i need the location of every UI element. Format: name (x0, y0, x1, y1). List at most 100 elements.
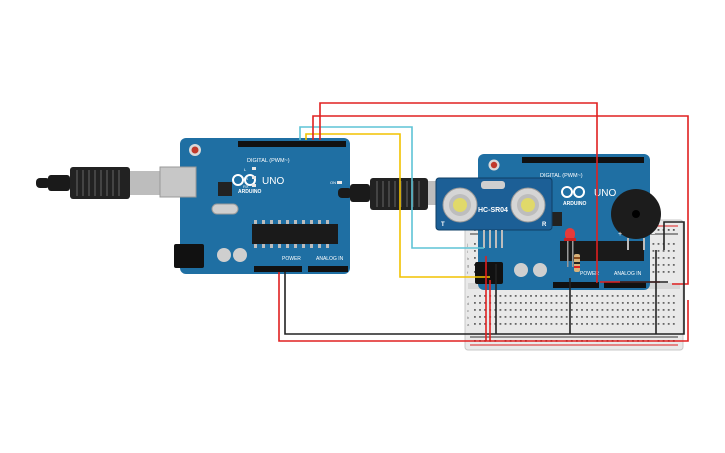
model-label-right: UNO (594, 188, 616, 199)
breadboard-hole (530, 309, 532, 311)
breadboard-hole (586, 316, 588, 318)
breadboard-hole (621, 302, 624, 304)
breadboard-hole (667, 323, 670, 325)
breadboard-hole (514, 323, 517, 325)
breadboard-hole (530, 295, 532, 297)
breadboard-hole (504, 323, 507, 325)
breadboard-hole (596, 309, 599, 311)
breadboard-hole (525, 309, 527, 311)
breadboard-hole (627, 316, 629, 318)
breadboard-hole (499, 316, 502, 318)
breadboard-hole (535, 295, 537, 297)
breadboard-hole (474, 264, 476, 266)
red-led[interactable] (564, 228, 576, 267)
breadboard-hole (647, 295, 650, 297)
breadboard-hole (499, 295, 502, 297)
breadboard-hole (672, 264, 675, 266)
breadboard-hole (586, 309, 588, 311)
breadboard-hole (514, 302, 517, 304)
breadboard-hole (611, 309, 614, 311)
row-letter: j (466, 242, 468, 247)
breadboard-hole (621, 309, 624, 311)
breadboard-hole (652, 309, 655, 311)
rail-hole (657, 229, 660, 231)
breadboard-hole (525, 295, 527, 297)
breadboard-hole (672, 323, 675, 325)
breadboard-hole (540, 302, 543, 304)
breadboard-hole (611, 302, 614, 304)
usb-cable-right (338, 188, 352, 198)
breadboard-hole (591, 302, 594, 304)
microcontroller-left (252, 224, 338, 244)
breadboard-hole (581, 295, 583, 297)
breadboard-hole (657, 257, 660, 259)
breadboard-hole (642, 316, 645, 318)
reset-button-left[interactable] (191, 146, 199, 154)
microcontroller-right (560, 241, 644, 261)
rail-hole (672, 229, 675, 231)
breadboard-hole (474, 257, 476, 259)
breadboard-hole (550, 316, 553, 318)
breadboard-hole (647, 316, 650, 318)
row-letter: b (467, 315, 470, 320)
wire-cyan (299, 126, 484, 249)
breadboard-hole (642, 302, 645, 304)
breadboard-hole (606, 323, 609, 325)
breadboard-hole (637, 309, 639, 311)
breadboard-hole (642, 295, 645, 297)
usb-cable-left (36, 178, 50, 188)
breadboard-hole (667, 264, 670, 266)
breadboard-hole (667, 309, 670, 311)
breadboard-hole (657, 264, 660, 266)
ultrasonic-sensor[interactable]: HC-SR04 T R (435, 177, 553, 248)
breadboard-hole (642, 309, 645, 311)
breadboard-hole (484, 323, 486, 325)
breadboard-hole (601, 316, 604, 318)
arduino-board-left[interactable]: DIGITAL (PWM~) UNO ARDUINO L TX RX ON P (36, 138, 350, 274)
reset-button-right[interactable] (490, 161, 498, 169)
breadboard-hole (616, 295, 619, 297)
breadboard-hole (540, 309, 543, 311)
breadboard-hole (525, 316, 527, 318)
breadboard-hole (627, 295, 629, 297)
breadboard-hole (657, 323, 660, 325)
breadboard-hole (662, 271, 665, 273)
breadboard-hole (545, 302, 548, 304)
breadboard-hole (591, 295, 594, 297)
model-label-left: UNO (262, 176, 284, 187)
breadboard-hole (672, 295, 675, 297)
breadboard-hole (667, 316, 670, 318)
breadboard-hole (657, 243, 660, 245)
resistor[interactable] (574, 254, 580, 272)
breadboard-hole (601, 323, 604, 325)
breadboard-hole (632, 309, 634, 311)
breadboard-hole (576, 295, 578, 297)
breadboard-hole (509, 316, 512, 318)
breadboard-hole (662, 295, 665, 297)
arduino-logo-right-icon (561, 186, 585, 198)
breadboard-hole (525, 323, 527, 325)
breadboard-hole (570, 295, 573, 297)
piezo-buzzer[interactable]: + − (611, 189, 661, 250)
breadboard-hole (545, 323, 548, 325)
breadboard-hole (530, 316, 532, 318)
dc-jack-left (174, 244, 204, 268)
breadboard-hole (642, 323, 645, 325)
breadboard-hole (667, 243, 670, 245)
breadboard-hole (647, 302, 650, 304)
breadboard-hole (591, 309, 594, 311)
breadboard-hole (581, 309, 583, 311)
wires (278, 102, 689, 342)
breadboard-hole (667, 295, 670, 297)
breadboard-hole (632, 295, 634, 297)
breadboard-hole (621, 323, 624, 325)
breadboard-hole (570, 309, 573, 311)
wire-red-top-2 (312, 115, 689, 285)
digital-header-left: DIGITAL (PWM~) (247, 158, 290, 164)
breadboard-hole (627, 309, 629, 311)
breadboard-hole (555, 302, 558, 304)
breadboard-hole (555, 309, 558, 311)
breadboard-hole (667, 257, 670, 259)
breadboard-hole (591, 316, 594, 318)
breadboard-hole (672, 309, 675, 311)
